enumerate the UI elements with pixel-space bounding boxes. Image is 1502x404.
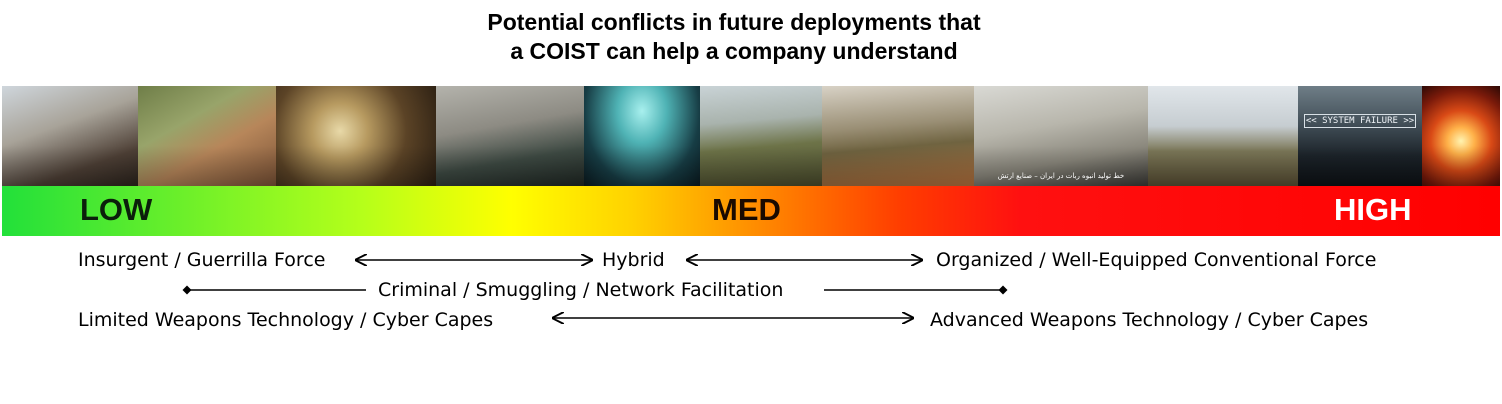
limited-weapons-label: Limited Weapons Technology / Cyber Capes [78, 309, 494, 331]
robot-weapon-photo: خط تولید انبوه ربات در ایران – صنایع ارت… [974, 86, 1148, 186]
system-failure-banner: << SYSTEM FAILURE >> [1304, 114, 1416, 128]
threat-gradient-band [2, 186, 1500, 236]
photo-caption: خط تولید انبوه ربات در ایران – صنایع ارت… [997, 172, 1125, 180]
advanced-weapons-label: Advanced Weapons Technology / Cyber Cape… [930, 309, 1369, 331]
system-failure-photo: << SYSTEM FAILURE >> [1298, 86, 1422, 186]
band-label-med: MED [712, 192, 781, 227]
title-line-1: Potential conflicts in future deployment… [487, 9, 981, 35]
hybrid-label: Hybrid [602, 249, 665, 271]
armored-convoy-photo [822, 86, 974, 186]
title-line-2: a COIST can help a company understand [510, 38, 958, 64]
air-defense-tank-photo [1148, 86, 1298, 186]
organized-force-label: Organized / Well-Equipped Conventional F… [936, 249, 1377, 271]
diagram-title: Potential conflicts in future deployment… [0, 8, 1468, 66]
band-label-high: HIGH [1334, 192, 1412, 227]
smuggling-tunnel-photo [276, 86, 436, 186]
rooftop-fighters-photo [436, 86, 584, 186]
cyber-keyboard-photo [584, 86, 700, 186]
band-label-low: LOW [80, 192, 153, 227]
military-vehicles-photo [700, 86, 822, 186]
nuclear-explosion-photo [1422, 86, 1500, 186]
criminal-network-label: Criminal / Smuggling / Network Facilitat… [378, 279, 784, 301]
photo-strip: خط تولید انبوه ربات در ایران – صنایع ارت… [2, 86, 1500, 186]
mortar-team-photo [138, 86, 276, 186]
insurgent-fighters-photo [2, 86, 138, 186]
insurgent-force-label: Insurgent / Guerrilla Force [78, 249, 326, 271]
